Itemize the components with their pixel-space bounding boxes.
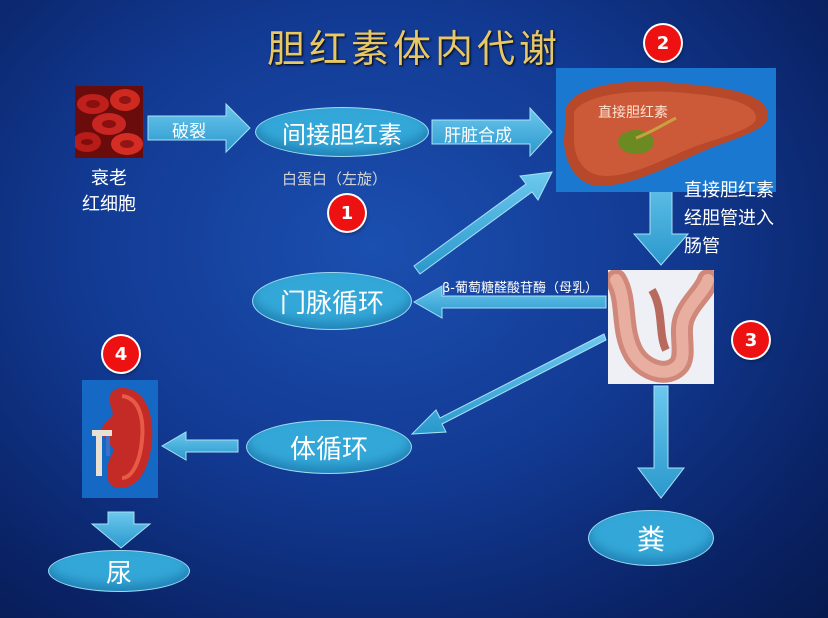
arrow-to-urine [90, 511, 152, 549]
arrow-liver-synthesis [431, 106, 553, 158]
arrow-to-kidney [161, 431, 239, 461]
indirect-bilirubin-node: 间接胆红素 [255, 107, 429, 157]
systemic-circulation-node: 体循环 [246, 420, 412, 474]
portal-circulation-node: 门脉循环 [252, 272, 412, 330]
feces-label: 粪 [636, 523, 665, 556]
bile-duct-line1: 直接胆红素 [684, 180, 774, 201]
arrow-to-feces [636, 385, 686, 499]
arrow-portal-to-liver [413, 171, 553, 275]
albumin-note: 白蛋白（左旋） [282, 170, 388, 188]
arrow-to-systemic [410, 333, 607, 435]
badge-1: 1 [329, 195, 365, 231]
indirect-bilirubin-label: 间接胆红素 [282, 120, 402, 149]
intestine-image [608, 270, 714, 384]
urine-label: 尿 [105, 558, 132, 589]
liver-label: 直接胆红素 [598, 105, 668, 121]
bile-duct-line2: 经胆管进入 [684, 208, 774, 229]
kidney-image [82, 380, 158, 498]
rupture-label: 破裂 [172, 122, 206, 142]
portal-circulation-label: 门脉循环 [279, 288, 384, 319]
glucuronidase-label: β-葡萄糖醛酸苷酶（母乳） [442, 281, 598, 296]
arrow-rupture [147, 102, 251, 154]
bile-duct-line3: 肠管 [684, 236, 720, 257]
systemic-circulation-label: 体循环 [289, 434, 368, 465]
urine-node: 尿 [48, 550, 190, 592]
rbc-image [75, 86, 143, 158]
badge-3: 3 [733, 322, 769, 358]
arrow-to-portal [412, 285, 607, 319]
liver-image [556, 68, 776, 192]
feces-node: 粪 [588, 510, 714, 566]
rbc-label-line2: 红细胞 [82, 194, 136, 215]
page-title: 胆红素体内代谢 [266, 27, 561, 71]
rbc-label-line1: 衰老 [91, 168, 127, 189]
badge-4: 4 [103, 336, 139, 372]
liver-synthesis-label: 肝脏合成 [444, 126, 512, 146]
badge-2: 2 [645, 25, 681, 61]
